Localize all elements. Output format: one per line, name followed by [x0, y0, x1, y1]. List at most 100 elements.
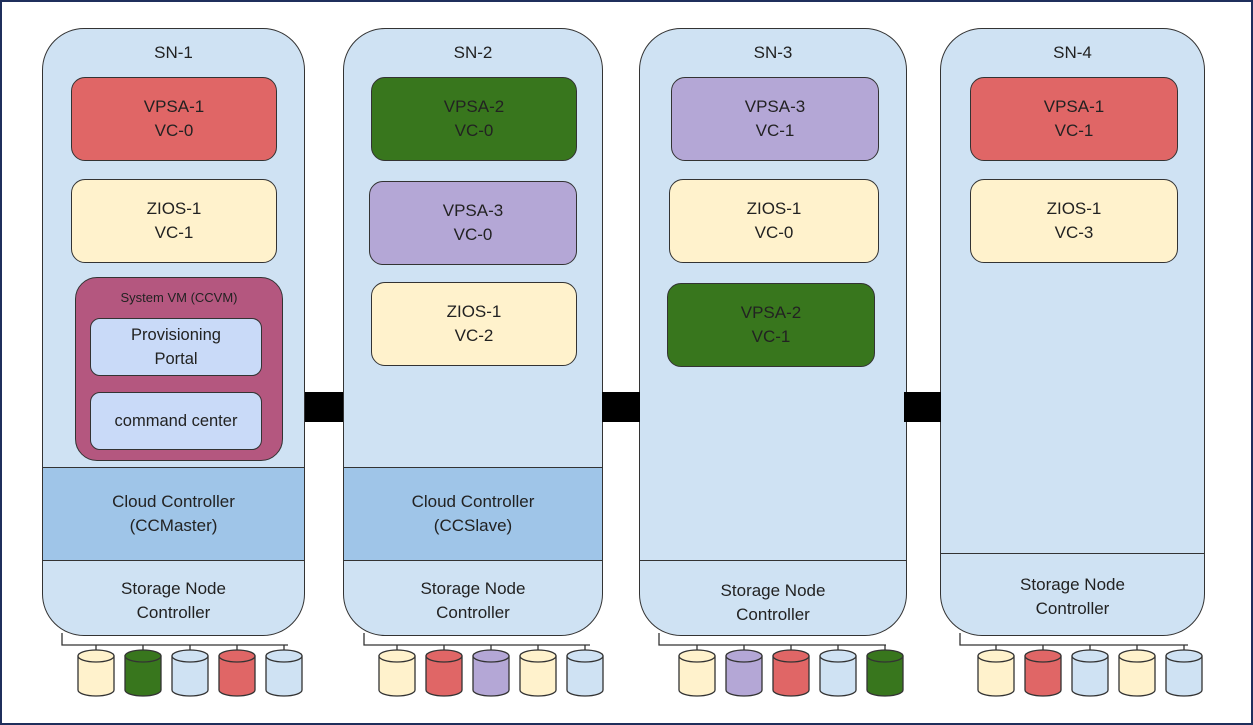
vm-name: VPSA-2 — [443, 97, 505, 116]
vm-zios1-vc2: ZIOS-1 VC-2 — [371, 282, 577, 366]
vm-zios1-vc1: ZIOS-1 VC-1 — [71, 179, 277, 263]
vm-vc: VC-1 — [751, 327, 791, 346]
disk-top — [819, 649, 857, 663]
disk-group-2 — [363, 633, 604, 697]
node-title: SN-4 — [1053, 43, 1092, 62]
node-title: SN-2 — [453, 43, 493, 62]
vm-vc: VC-0 — [154, 121, 194, 140]
vm-vpsa1-vc1: VPSA-1 VC-1 — [970, 77, 1178, 161]
disk-icon — [725, 655, 763, 697]
disk-icon — [678, 655, 716, 697]
vm-vpsa3-vc0: VPSA-3 VC-0 — [369, 181, 577, 265]
disk-top — [425, 649, 463, 663]
disk-top — [772, 649, 810, 663]
vm-name: VPSA-3 — [744, 97, 806, 116]
interconnect-link-1-2 — [305, 392, 343, 422]
snc-line1: Storage Node — [1020, 575, 1125, 594]
disk-group-3 — [658, 633, 904, 697]
provisioning-portal: Provisioning Portal — [90, 318, 262, 376]
system-vm-ccvm: System VM (CCVM) Provisioning Portal com… — [75, 277, 283, 461]
vm-vpsa2-vc1: VPSA-2 VC-1 — [667, 283, 875, 367]
vm-name: ZIOS-1 — [746, 199, 802, 218]
disk-bus — [658, 633, 886, 646]
disk-icon — [1071, 655, 1109, 697]
vm-vc: VC-1 — [1054, 121, 1094, 140]
disk-icon — [1024, 655, 1062, 697]
portal-line1: Provisioning — [131, 326, 221, 344]
vm-name: ZIOS-1 — [146, 199, 202, 218]
vm-name: VPSA-2 — [740, 303, 802, 322]
interconnect-link-3-4 — [904, 392, 941, 422]
disk-icon — [425, 655, 463, 697]
disk-icon — [265, 655, 303, 697]
controller-divider — [941, 553, 1204, 554]
disk-top — [725, 649, 763, 663]
vm-name: VPSA-1 — [1043, 97, 1105, 116]
disk-icon — [171, 655, 209, 697]
disk-top — [124, 649, 162, 663]
disk-icon — [378, 655, 416, 697]
portal-line2: Portal — [154, 350, 198, 368]
snc-line2: Controller — [436, 603, 510, 622]
vm-zios1-vc0: ZIOS-1 VC-0 — [669, 179, 879, 263]
vm-vpsa2-vc0: VPSA-2 VC-0 — [371, 77, 577, 161]
disk-bus — [61, 633, 288, 646]
cc-line2: (CCMaster) — [129, 516, 218, 535]
disk-icon — [977, 655, 1015, 697]
disk-top — [678, 649, 716, 663]
disk-icon — [566, 655, 604, 697]
disk-top — [866, 649, 904, 663]
disk-icon — [866, 655, 904, 697]
storage-node-sn4: SN-4 VPSA-1 VC-1 ZIOS-1 VC-3 Storage Nod… — [940, 28, 1205, 636]
storage-node-sn1: SN-1 VPSA-1 VC-0 ZIOS-1 VC-1 System VM (… — [42, 28, 305, 636]
snc-line1: Storage Node — [720, 581, 826, 600]
disk-top — [265, 649, 303, 663]
vm-vc: VC-0 — [754, 223, 794, 242]
interconnect-link-2-3 — [602, 392, 640, 422]
disk-top — [472, 649, 510, 663]
disk-bus — [959, 633, 1188, 646]
disk-icon — [519, 655, 557, 697]
disk-icon — [1118, 655, 1156, 697]
disk-icon — [77, 655, 115, 697]
vm-vpsa3-vc1: VPSA-3 VC-1 — [671, 77, 879, 161]
vm-vc: VC-2 — [454, 326, 494, 345]
cloud-controller-master: Cloud Controller (CCMaster) — [43, 467, 304, 561]
disk-top — [977, 649, 1015, 663]
disk-icon — [218, 655, 256, 697]
disk-top — [1165, 649, 1203, 663]
disk-top — [218, 649, 256, 663]
command-center: command center — [90, 392, 262, 450]
disk-group-1 — [61, 633, 303, 697]
vm-name: ZIOS-1 — [1046, 199, 1102, 218]
disk-top — [378, 649, 416, 663]
vm-vc: VC-1 — [755, 121, 795, 140]
vm-name: ZIOS-1 — [446, 302, 502, 321]
vm-vc: VC-3 — [1054, 223, 1094, 242]
disk-group-4 — [959, 633, 1203, 697]
vm-vc: VC-0 — [453, 225, 493, 244]
snc-line1: Storage Node — [121, 579, 226, 598]
snc-line2: Controller — [736, 605, 810, 624]
storage-node-controller: Storage Node Controller — [43, 577, 304, 625]
vm-zios1-vc3: ZIOS-1 VC-3 — [970, 179, 1178, 263]
controller-divider — [640, 560, 906, 561]
disk-icon — [1165, 655, 1203, 697]
node-title: SN-3 — [753, 43, 793, 62]
storage-node-controller: Storage Node Controller — [640, 579, 906, 627]
vm-name: VPSA-1 — [143, 97, 205, 116]
storage-node-controller: Storage Node Controller — [941, 573, 1204, 621]
disk-icon — [772, 655, 810, 697]
disk-top — [1024, 649, 1062, 663]
disk-top — [1118, 649, 1156, 663]
command-center-label: command center — [114, 412, 238, 430]
disk-icon — [124, 655, 162, 697]
cc-line1: Cloud Controller — [411, 492, 535, 511]
disk-top — [519, 649, 557, 663]
cc-line1: Cloud Controller — [112, 492, 235, 511]
vm-vc: VC-1 — [154, 223, 194, 242]
storage-node-sn3: SN-3 VPSA-3 VC-1 ZIOS-1 VC-0 VPSA-2 VC-1… — [639, 28, 907, 636]
snc-line2: Controller — [1035, 599, 1110, 618]
